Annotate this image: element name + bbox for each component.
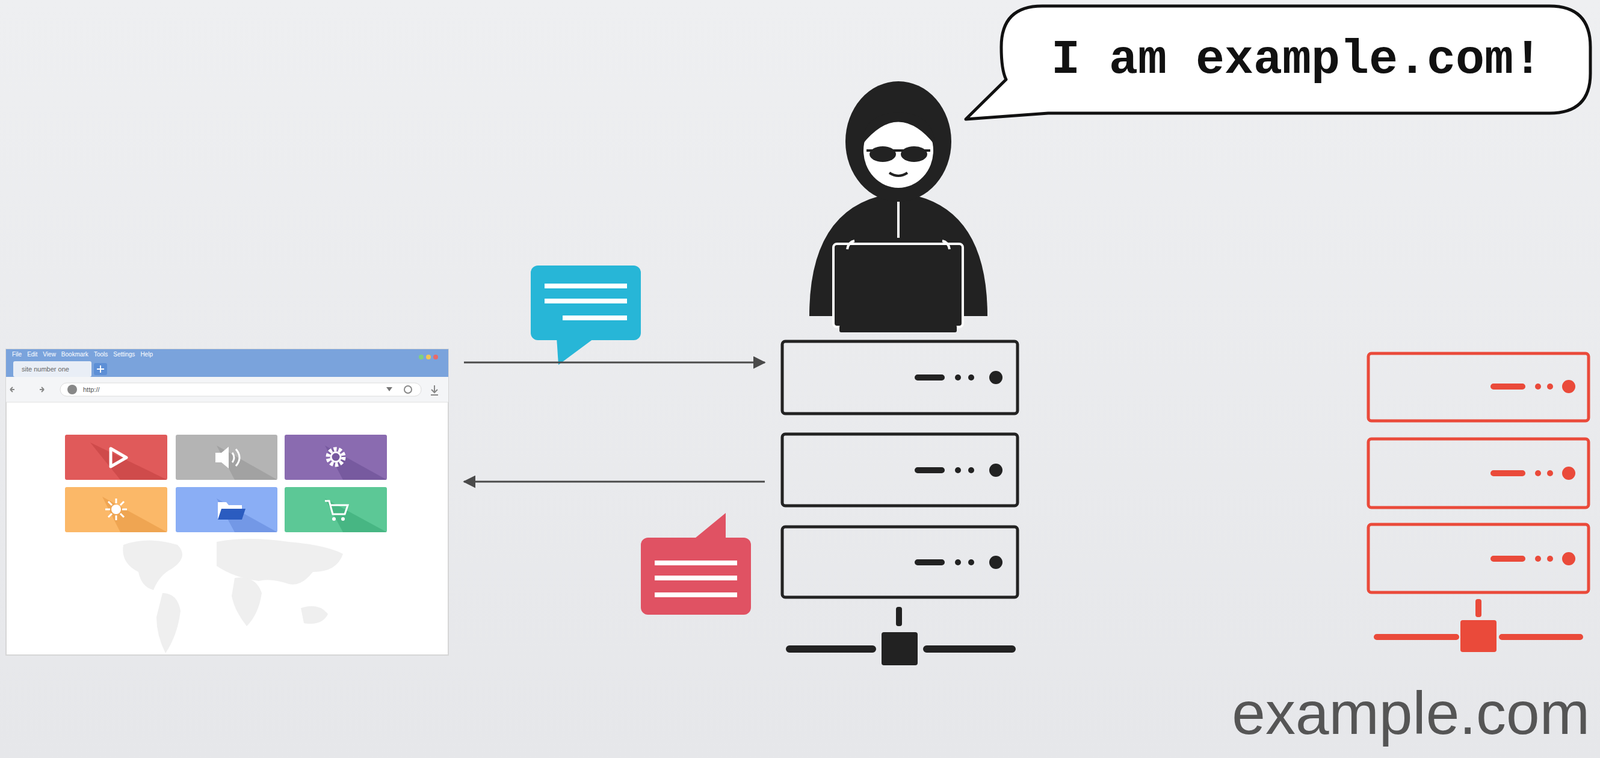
speech-bubble xyxy=(965,6,1591,120)
tab-title: site number one xyxy=(21,364,70,374)
menu-item: Edit xyxy=(27,350,38,359)
real-server xyxy=(1368,353,1589,652)
request-message xyxy=(530,265,641,365)
response-message xyxy=(640,512,751,615)
attacker-server: I am example.com! xyxy=(780,339,1018,665)
menu-item: View xyxy=(42,350,56,359)
message-arrow xyxy=(463,361,765,364)
hacker-figure xyxy=(809,81,988,333)
menu-item: File xyxy=(12,350,22,359)
menu-item: Tools xyxy=(93,350,108,359)
server-label: example.com xyxy=(1231,678,1590,747)
menu-item: Help xyxy=(140,350,153,359)
message-arrow xyxy=(463,480,765,483)
attacker-server xyxy=(782,341,1018,665)
menu-bar: File Edit View Bookmark Tools Settings Help xyxy=(12,350,153,359)
menu-item: Settings xyxy=(113,350,135,359)
browser-window: File Edit View Bookmark Tools Settings Help sit… xyxy=(6,349,449,655)
menu-item: Bookmark xyxy=(61,350,89,359)
url-text: http:// xyxy=(83,385,100,394)
real-server: example.com xyxy=(1367,352,1590,653)
speech-text: I am example.com! xyxy=(1016,24,1577,97)
browser-window xyxy=(6,349,449,655)
